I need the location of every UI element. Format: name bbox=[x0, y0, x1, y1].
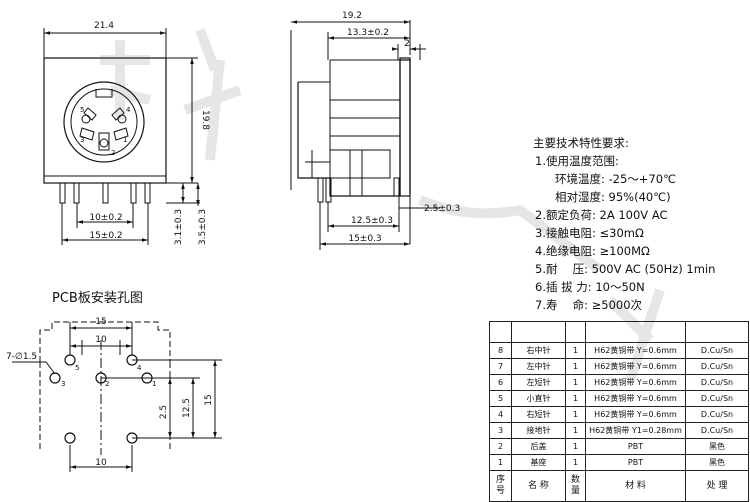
svg-text:1: 1 bbox=[123, 136, 127, 144]
spec-line: 3.接触电阻: ≤30mΩ bbox=[535, 226, 644, 240]
pcb-hole bbox=[64, 432, 76, 444]
svg-text:4: 4 bbox=[137, 364, 142, 372]
spec-line: 5.耐 压: 500V AC (50Hz) 1min bbox=[535, 262, 716, 276]
svg-text:5: 5 bbox=[80, 106, 84, 114]
front-offset-31-label: 3.1±0.3 bbox=[174, 209, 184, 245]
socket-pins bbox=[79, 107, 129, 151]
pcb-hole bbox=[49, 372, 61, 384]
spec-line: 相对湿度: 95%(40℃) bbox=[555, 190, 671, 204]
technical-drawing: 21.4 19.8 10±0.2 15±0.2 3.1±0.3 3.5±0.3 … bbox=[6, 11, 665, 472]
spec-line: 6.插 拔 力: 10～50N bbox=[535, 280, 645, 294]
pcb-bottom-10-label: 10 bbox=[95, 458, 107, 468]
svg-text:3: 3 bbox=[61, 380, 65, 388]
pcb-layout bbox=[12, 321, 222, 472]
socket-key bbox=[95, 89, 113, 98]
header-material: 材 料 bbox=[585, 470, 686, 502]
side-flange-label: 2 bbox=[404, 39, 410, 49]
side-pin-125-label: 12.5±0.3 bbox=[351, 216, 393, 226]
spec-line: 7.寿 命: ≥5000次 bbox=[535, 298, 643, 312]
din-socket-outer bbox=[63, 81, 145, 163]
side-pin-25-label: 2.5±0.3 bbox=[424, 204, 460, 214]
svg-text:3: 3 bbox=[80, 136, 84, 144]
pcb-hole bbox=[141, 372, 153, 384]
pcb-hole bbox=[64, 354, 76, 366]
front-leads bbox=[59, 182, 151, 204]
svg-text:2: 2 bbox=[111, 149, 115, 157]
header-qty: 数量 bbox=[565, 470, 586, 502]
side-housing bbox=[297, 59, 411, 197]
side-flange bbox=[399, 57, 411, 197]
pcb-v-25-label: 2.5 bbox=[159, 405, 169, 419]
front-view bbox=[43, 28, 200, 245]
pcb-hole-note: 7-∅1.5 bbox=[6, 352, 37, 362]
svg-text:5: 5 bbox=[75, 364, 79, 372]
din-socket-inner bbox=[70, 88, 138, 156]
table-header-row: 序号 名 称 数量 材 料 处 理 bbox=[489, 470, 749, 502]
table-row bbox=[489, 321, 749, 343]
spec-line: 4.绝缘电阻: ≥100MΩ bbox=[535, 244, 650, 258]
front-offset-35-label: 3.5±0.3 bbox=[198, 209, 208, 245]
spec-line: 环境温度: -25～+70℃ bbox=[555, 172, 676, 186]
front-pin-labels: 5 4 1 3 2 bbox=[80, 106, 131, 157]
front-pitch-15-label: 15±0.2 bbox=[89, 231, 122, 241]
pcb-hole bbox=[95, 372, 107, 384]
header-finish: 处 理 bbox=[685, 470, 749, 502]
header-name: 名 称 bbox=[511, 470, 566, 502]
side-view bbox=[290, 20, 440, 250]
spec-title: 主要技术特性要求: bbox=[533, 136, 629, 150]
front-pitch-10-label: 10±0.2 bbox=[89, 213, 122, 223]
header-no: 序号 bbox=[489, 470, 512, 502]
svg-text:1: 1 bbox=[152, 380, 156, 388]
pcb-holes bbox=[49, 354, 153, 444]
front-height-label: 19.8 bbox=[200, 110, 210, 130]
spec-line: 2.额定负荷: 2A 100V AC bbox=[535, 208, 668, 222]
pcb-hole bbox=[126, 432, 138, 444]
pcb-hole bbox=[126, 354, 138, 366]
pcb-top-15-label: 15 bbox=[95, 317, 106, 327]
spec-line: 1.使用温度范围: bbox=[535, 154, 619, 168]
front-body bbox=[43, 57, 167, 184]
front-width-label: 21.4 bbox=[94, 21, 114, 31]
svg-text:4: 4 bbox=[126, 106, 131, 114]
pcb-title: PCB板安装孔图 bbox=[52, 291, 143, 306]
pcb-v-15-label: 15 bbox=[204, 394, 214, 405]
side-body-label: 13.3±0.2 bbox=[347, 28, 389, 38]
pcb-top-10-label: 10 bbox=[95, 335, 107, 345]
pcb-v-125-label: 12.5 bbox=[182, 398, 192, 418]
pcb-hole-labels: 5 4 3 2 1 bbox=[61, 364, 156, 388]
side-pin-15-label: 15±0.3 bbox=[348, 234, 381, 244]
svg-text:2: 2 bbox=[105, 380, 109, 388]
side-total-label: 19.2 bbox=[342, 11, 362, 21]
